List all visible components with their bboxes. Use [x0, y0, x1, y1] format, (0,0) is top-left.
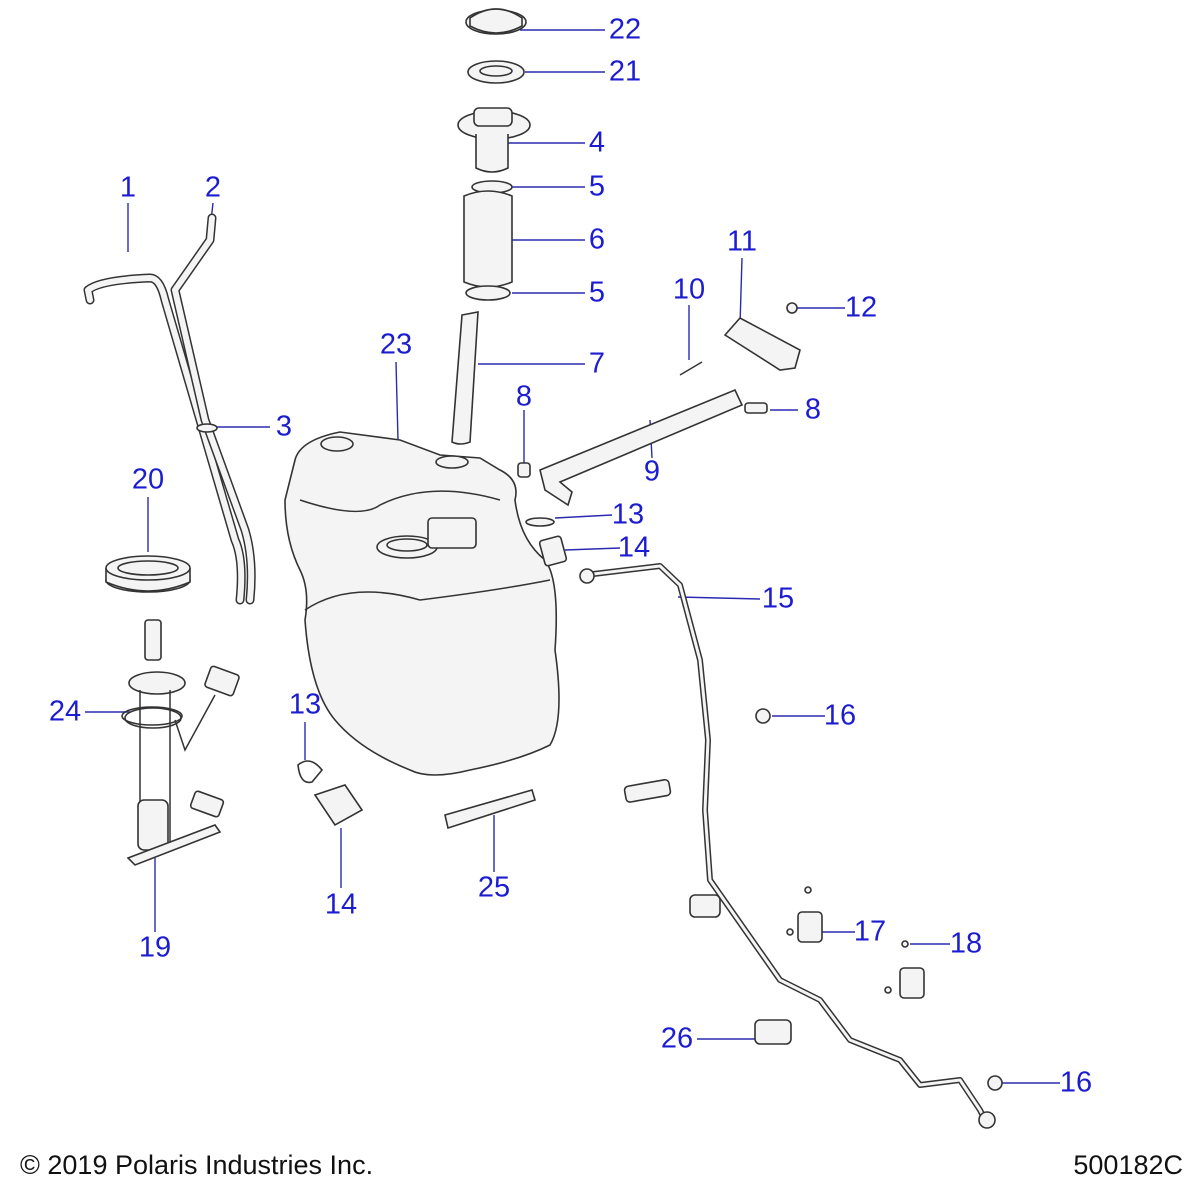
filler-neck-flange: [457, 107, 531, 173]
callout-5-upper[interactable]: 5: [588, 170, 606, 203]
callout-2[interactable]: 2: [204, 171, 222, 204]
callout-14-upper[interactable]: 14: [617, 531, 651, 564]
callout-26[interactable]: 26: [660, 1022, 694, 1055]
callout-11[interactable]: 11: [726, 225, 758, 258]
callout-21[interactable]: 21: [608, 55, 642, 88]
callout-16-lower[interactable]: 16: [1059, 1066, 1093, 1099]
pump-gasket-24: [121, 706, 183, 726]
callout-23[interactable]: 23: [379, 328, 413, 361]
pad-14-lower: [313, 784, 364, 827]
callout-12[interactable]: 12: [844, 291, 878, 324]
o-ring-13: [525, 517, 555, 527]
mounting-bolt-10: [679, 361, 703, 376]
vent-hose-1: [83, 273, 246, 605]
clip-17b: [899, 967, 925, 999]
clip-17: [797, 911, 823, 943]
cap-gasket: [467, 60, 525, 84]
bolt-8-left: [517, 462, 531, 478]
callout-25[interactable]: 25: [477, 871, 511, 904]
nut-12: [786, 302, 798, 314]
lock-ring: [105, 555, 191, 593]
callout-16-upper[interactable]: 16: [823, 699, 857, 732]
filler-tube: [451, 311, 479, 445]
fuel-tank: [284, 431, 560, 776]
callout-7[interactable]: 7: [588, 347, 606, 380]
callout-9[interactable]: 9: [643, 455, 661, 488]
fitting-16-upper: [755, 708, 771, 724]
callout-8-left[interactable]: 8: [515, 380, 533, 413]
line-clip-b: [689, 894, 721, 918]
fuel-pump-module: [124, 619, 240, 866]
heat-shield-bracket: [723, 316, 801, 371]
clip-26: [754, 1019, 792, 1045]
o-ring-13-lower: [297, 760, 324, 784]
callout-24[interactable]: 24: [48, 695, 82, 728]
callout-14-lower[interactable]: 14: [324, 888, 358, 921]
pad-14: [538, 535, 568, 567]
fuel-line: [579, 563, 996, 1129]
fitting-16-lower: [987, 1075, 1003, 1091]
line-clip-a: [623, 778, 672, 803]
callout-17[interactable]: 17: [853, 915, 887, 948]
callout-13-lower[interactable]: 13: [288, 688, 322, 721]
hose-clip: [196, 423, 218, 433]
bolt-8-right: [744, 402, 768, 414]
leader-lines: [85, 29, 1060, 1084]
callout-13-upper[interactable]: 13: [611, 498, 645, 531]
pad-25: [444, 789, 536, 830]
vent-hose-2: [170, 213, 256, 605]
callout-1[interactable]: 1: [119, 171, 137, 204]
filler-cap: [465, 8, 527, 35]
callout-19[interactable]: 19: [138, 931, 172, 964]
callout-20[interactable]: 20: [131, 463, 165, 496]
tank-strap: [539, 388, 744, 507]
screw-18: [786, 886, 909, 994]
callout-8-right[interactable]: 8: [804, 393, 822, 426]
callout-15[interactable]: 15: [761, 582, 795, 615]
callout-5-lower[interactable]: 5: [588, 276, 606, 309]
filler-hose: [463, 190, 513, 288]
diagram-id: 500182C: [1073, 1150, 1183, 1180]
callout-18[interactable]: 18: [949, 927, 983, 960]
callout-4[interactable]: 4: [588, 126, 606, 159]
callout-3[interactable]: 3: [275, 410, 293, 443]
copyright-notice: © 2019 Polaris Industries Inc.: [20, 1150, 374, 1180]
hose-clamp-lower: [465, 285, 511, 301]
callout-10[interactable]: 10: [672, 273, 706, 306]
callout-6[interactable]: 6: [588, 223, 606, 256]
callout-22[interactable]: 22: [608, 13, 642, 46]
